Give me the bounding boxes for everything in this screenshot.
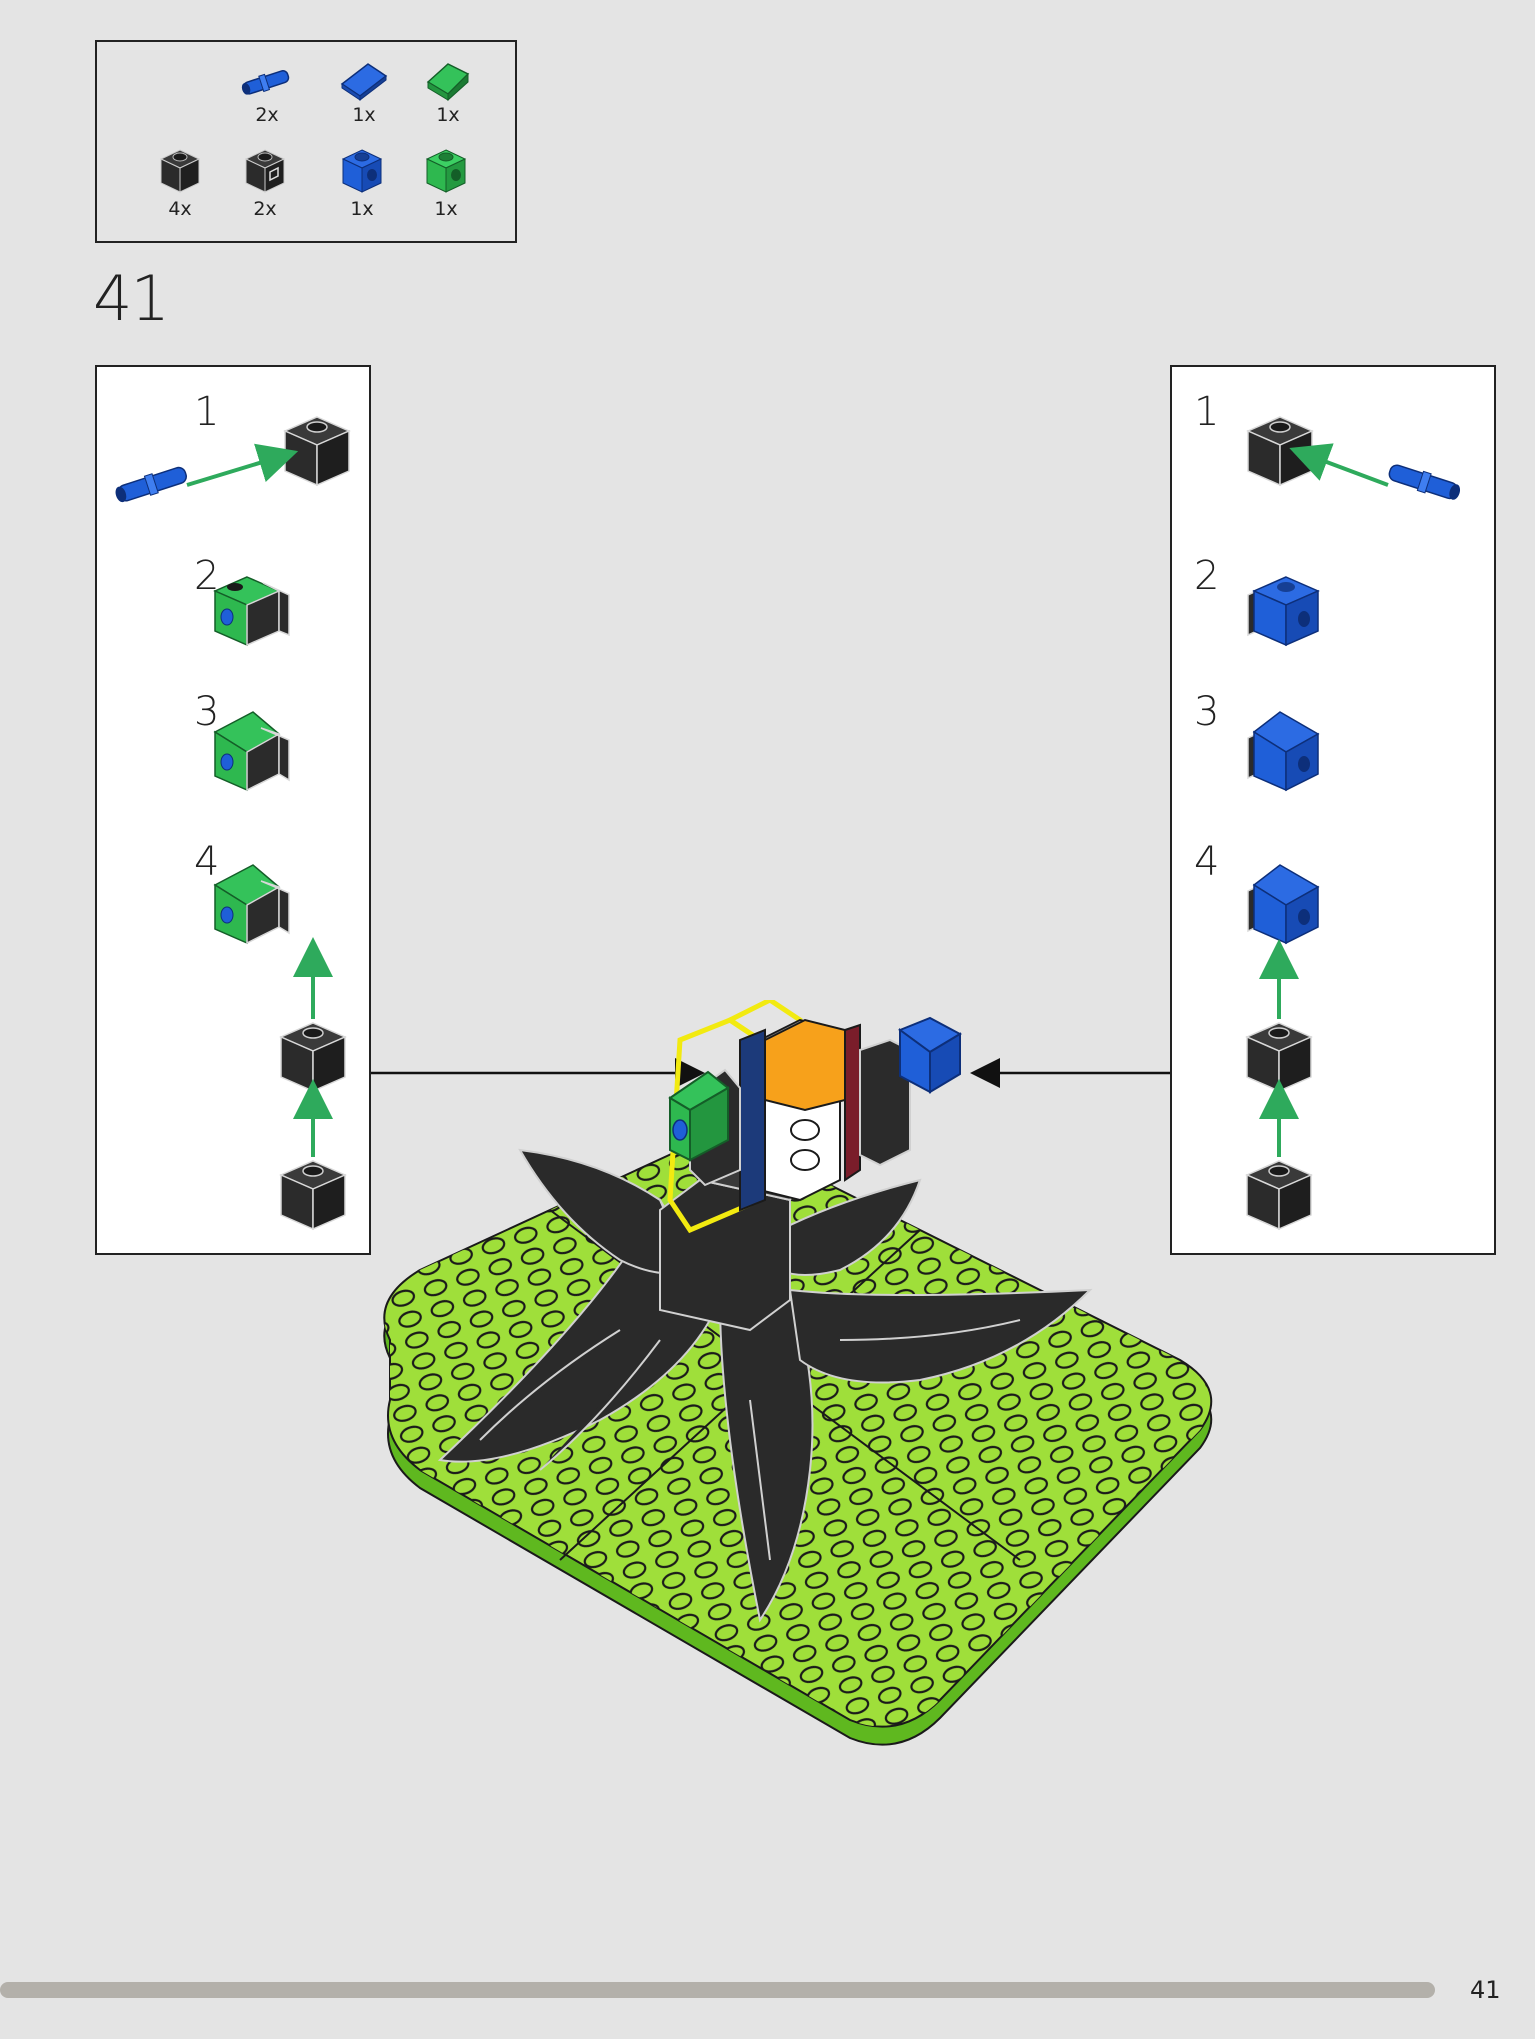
- part-green-slope: 1x: [413, 58, 483, 148]
- blue-pin: [1388, 464, 1461, 500]
- part-qty: 1x: [434, 198, 458, 220]
- black-brick: [280, 1160, 346, 1230]
- green-slope-icon: [426, 63, 470, 102]
- blue-slope-assembly: [1247, 864, 1320, 945]
- left-subassembly: 1 2 3 4: [95, 365, 371, 1255]
- part-blue-pin: 2x: [232, 62, 302, 152]
- part-black-brick: 4x: [145, 146, 215, 236]
- substep-number: 1: [1194, 389, 1220, 435]
- part-blue-hole-brick: 1x: [327, 146, 397, 236]
- part-green-hole-brick: 1x: [411, 146, 481, 236]
- part-qty: 2x: [253, 198, 277, 220]
- right-substep-illustrations: [1246, 416, 1461, 1230]
- part-qty: 1x: [350, 198, 374, 220]
- part-qty: 1x: [352, 104, 376, 126]
- part-qty: 1x: [436, 104, 460, 126]
- progress-bar: [0, 1982, 1435, 1998]
- green-slope-assembly: [213, 711, 290, 792]
- black-brick: [280, 1022, 346, 1092]
- page-number: 41: [1470, 1976, 1501, 2004]
- black-blue-pair: [1247, 576, 1320, 647]
- tree-roots: [437, 1148, 1093, 1623]
- blue-pin: [115, 466, 187, 503]
- substep-number: 4: [194, 839, 220, 885]
- part-blue-slope: 1x: [329, 58, 399, 148]
- black-pinhole-brick: [284, 416, 350, 486]
- left-substep-illustrations: [115, 416, 350, 1230]
- blue-hole-brick-icon: [341, 149, 383, 193]
- tree-trunk: [659, 1000, 963, 1332]
- part-black-pinhole-brick: 2x: [230, 146, 300, 236]
- blue-slope-assembly: [1247, 711, 1320, 792]
- substep-number: 2: [1194, 553, 1220, 599]
- black-brick: [1246, 1160, 1312, 1230]
- green-hole-brick-icon: [425, 149, 467, 193]
- substep-number: 3: [194, 689, 220, 735]
- black-pinhole-brick-icon: [244, 149, 286, 193]
- black-brick-icon: [159, 149, 201, 193]
- black-pinhole-brick: [1247, 416, 1313, 486]
- substep-number: 4: [1194, 839, 1220, 885]
- main-model: [383, 1000, 1213, 1746]
- green-black-pair: [213, 576, 290, 647]
- blue-slope-icon: [340, 63, 388, 102]
- right-subassembly: 1 2 3 4: [1170, 365, 1496, 1255]
- step-number: 41: [93, 262, 170, 335]
- part-qty: 4x: [168, 198, 192, 220]
- substep-number: 3: [1194, 689, 1220, 735]
- black-brick: [1246, 1022, 1312, 1092]
- blue-pin-icon: [241, 70, 290, 95]
- substep-number: 1: [194, 389, 220, 435]
- green-slope-assembly: [213, 864, 290, 945]
- parts-list: 2x 1x 1x 4x 2x: [95, 40, 517, 243]
- part-qty: 2x: [255, 104, 279, 126]
